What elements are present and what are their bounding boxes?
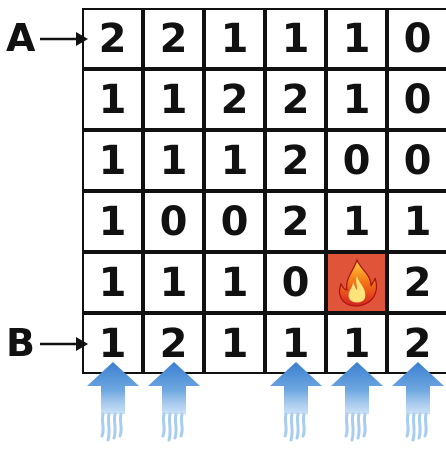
grid-cell[interactable]: 1 — [326, 69, 387, 130]
grid-cell[interactable]: 2 — [143, 8, 204, 69]
row-marker-a: A — [6, 19, 35, 57]
cell-value: 1 — [99, 260, 127, 306]
cell-value: 2 — [99, 16, 127, 62]
cell-value: 1 — [160, 138, 188, 184]
grid-cell[interactable]: 1 — [204, 8, 265, 69]
grid-cell[interactable]: 2 — [265, 191, 326, 252]
grid-cell[interactable]: 0 — [265, 252, 326, 313]
grid-cell[interactable]: 1 — [143, 252, 204, 313]
grid-cell[interactable]: 0 — [326, 130, 387, 191]
grid-cell[interactable]: 1 — [82, 130, 143, 191]
grid-cell[interactable]: 2 — [265, 69, 326, 130]
cell-value: 0 — [404, 16, 432, 62]
grid-cell[interactable]: 0 — [143, 191, 204, 252]
updraft-arrow-icon — [146, 360, 202, 442]
grid-cell[interactable]: 1 — [204, 252, 265, 313]
cell-value: 1 — [99, 138, 127, 184]
cell-value: 1 — [221, 321, 249, 367]
grid-cell[interactable]: 1 — [82, 69, 143, 130]
grid-cell[interactable]: 1 — [387, 191, 446, 252]
cell-value: 0 — [160, 199, 188, 245]
flame-icon — [335, 258, 379, 308]
grid-cell[interactable]: 1 — [143, 130, 204, 191]
cell-value: 2 — [282, 138, 310, 184]
grid-cell[interactable]: 0 — [387, 130, 446, 191]
cell-value: 1 — [99, 199, 127, 245]
grid-cell[interactable]: 1 — [326, 191, 387, 252]
grid-cell[interactable]: 1 — [204, 313, 265, 374]
cell-value: 2 — [404, 260, 432, 306]
cell-value: 0 — [404, 138, 432, 184]
cell-value: 1 — [221, 138, 249, 184]
cell-value: 1 — [99, 77, 127, 123]
row-marker-b: B — [6, 324, 35, 362]
cell-value: 2 — [282, 77, 310, 123]
grid-cell[interactable]: 1 — [82, 252, 143, 313]
cell-value: 1 — [221, 16, 249, 62]
grid-cell[interactable]: 1 — [143, 69, 204, 130]
cell-value: 1 — [404, 199, 432, 245]
row-arrow-icon — [40, 334, 88, 354]
cell-value: 0 — [343, 138, 371, 184]
grid-cell[interactable]: 2 — [387, 252, 446, 313]
cell-value: 1 — [343, 77, 371, 123]
grid-cell[interactable]: 1 — [82, 191, 143, 252]
updraft-arrow-icon — [390, 360, 446, 442]
cell-value: 1 — [160, 77, 188, 123]
grid-cell[interactable]: 2 — [82, 8, 143, 69]
cell-value: 1 — [160, 260, 188, 306]
cell-value: 2 — [282, 199, 310, 245]
grid-cell[interactable]: 2 — [204, 69, 265, 130]
cell-value: 1 — [221, 260, 249, 306]
grid-cell[interactable]: 1 — [326, 8, 387, 69]
cell-value: 2 — [221, 77, 249, 123]
cell-value: 1 — [343, 16, 371, 62]
cell-value: 1 — [282, 16, 310, 62]
row-arrow-icon — [40, 29, 88, 49]
cell-value: 0 — [221, 199, 249, 245]
cell-value: 0 — [404, 77, 432, 123]
grid-cell[interactable]: 0 — [204, 191, 265, 252]
grid-cell[interactable]: 0 — [387, 69, 446, 130]
grid-cell[interactable]: 1 — [265, 8, 326, 69]
updraft-arrow-icon — [329, 360, 385, 442]
updraft-arrow-icon — [268, 360, 324, 442]
grid-cell[interactable]: 1 — [204, 130, 265, 191]
cell-value: 2 — [160, 16, 188, 62]
grid-cell[interactable]: 2 — [265, 130, 326, 191]
cell-value: 1 — [343, 199, 371, 245]
grid-cell[interactable]: 0 — [387, 8, 446, 69]
fire-cell[interactable] — [326, 252, 387, 313]
cell-value: 0 — [282, 260, 310, 306]
updraft-arrow-icon — [85, 360, 141, 442]
